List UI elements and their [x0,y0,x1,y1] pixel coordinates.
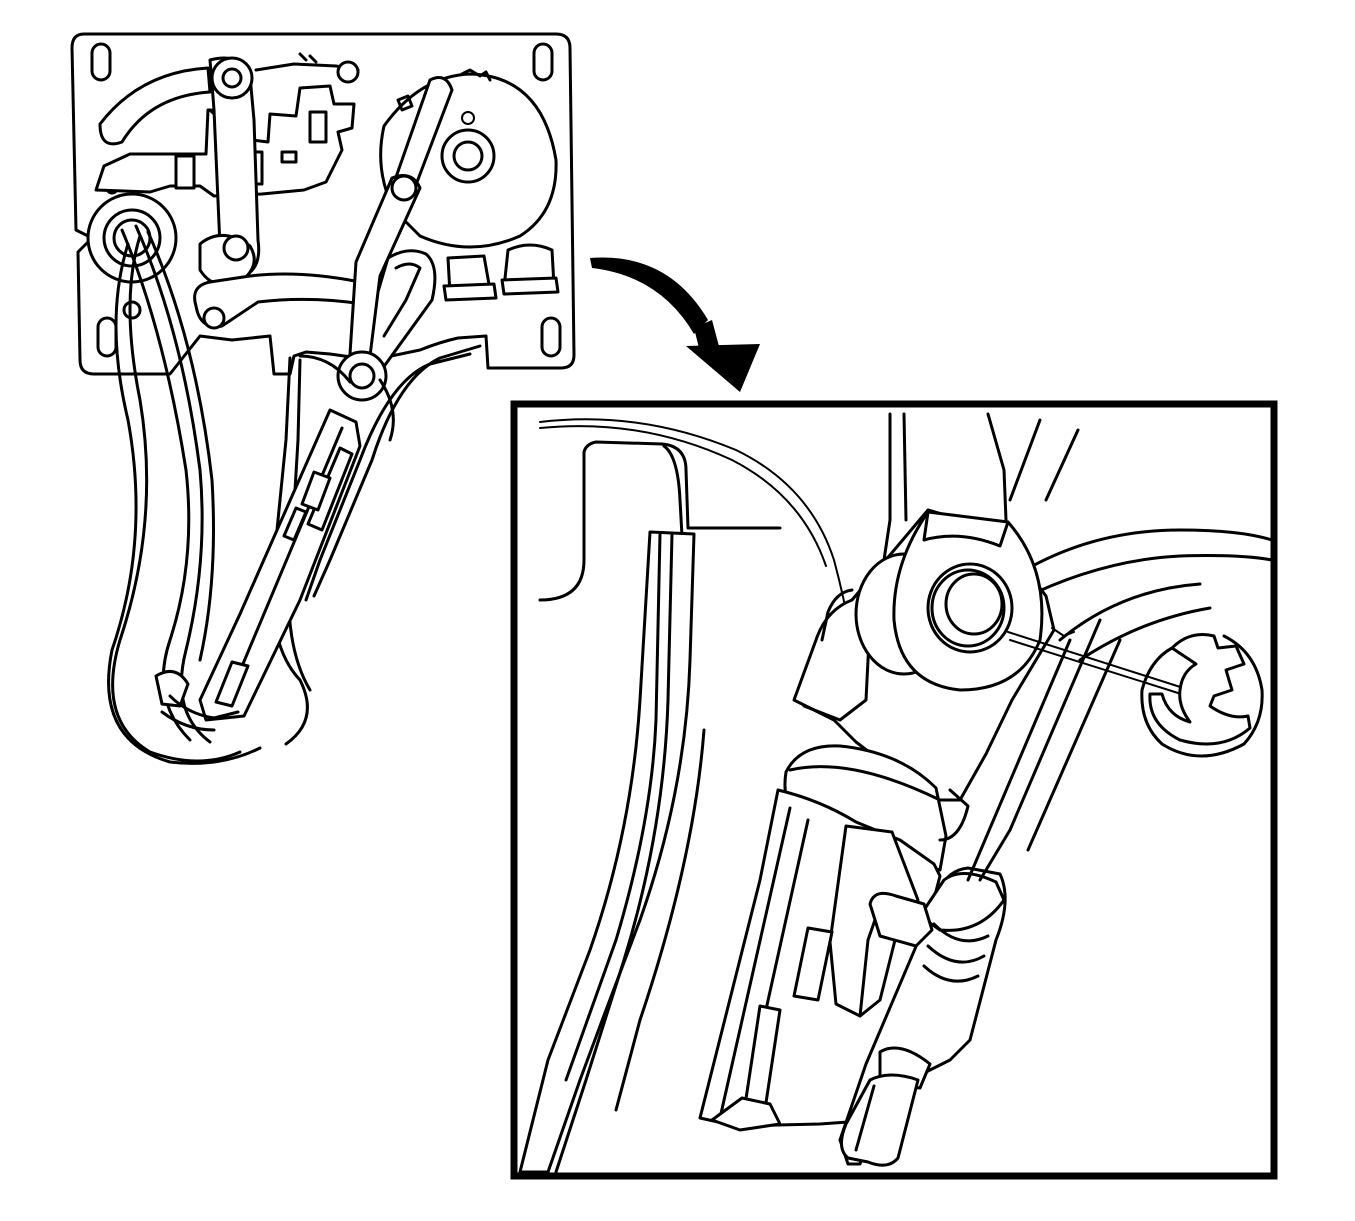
diagonal-rails [966,618,1122,882]
lower-bracket [298,354,395,442]
detail-inset [510,400,1278,1180]
sweep-arc [998,528,1272,588]
actuator-rod [336,76,454,402]
curved-arrow-icon [590,257,760,392]
pivot-pin [854,510,1044,692]
main-lever [198,56,261,294]
cable-grommet [86,192,178,284]
mechanism-overview [70,32,576,765]
stop-blocks [442,243,560,302]
inset-border [510,400,1278,1180]
curved-track-slot [98,66,212,146]
outer-cable [539,418,855,661]
removal-line [1007,627,1197,699]
vertical-cable [518,530,696,1174]
actuator-tube [154,408,362,732]
housing-edge [538,440,782,602]
e-clip [1148,633,1252,746]
plunger-roller [838,866,1007,1167]
